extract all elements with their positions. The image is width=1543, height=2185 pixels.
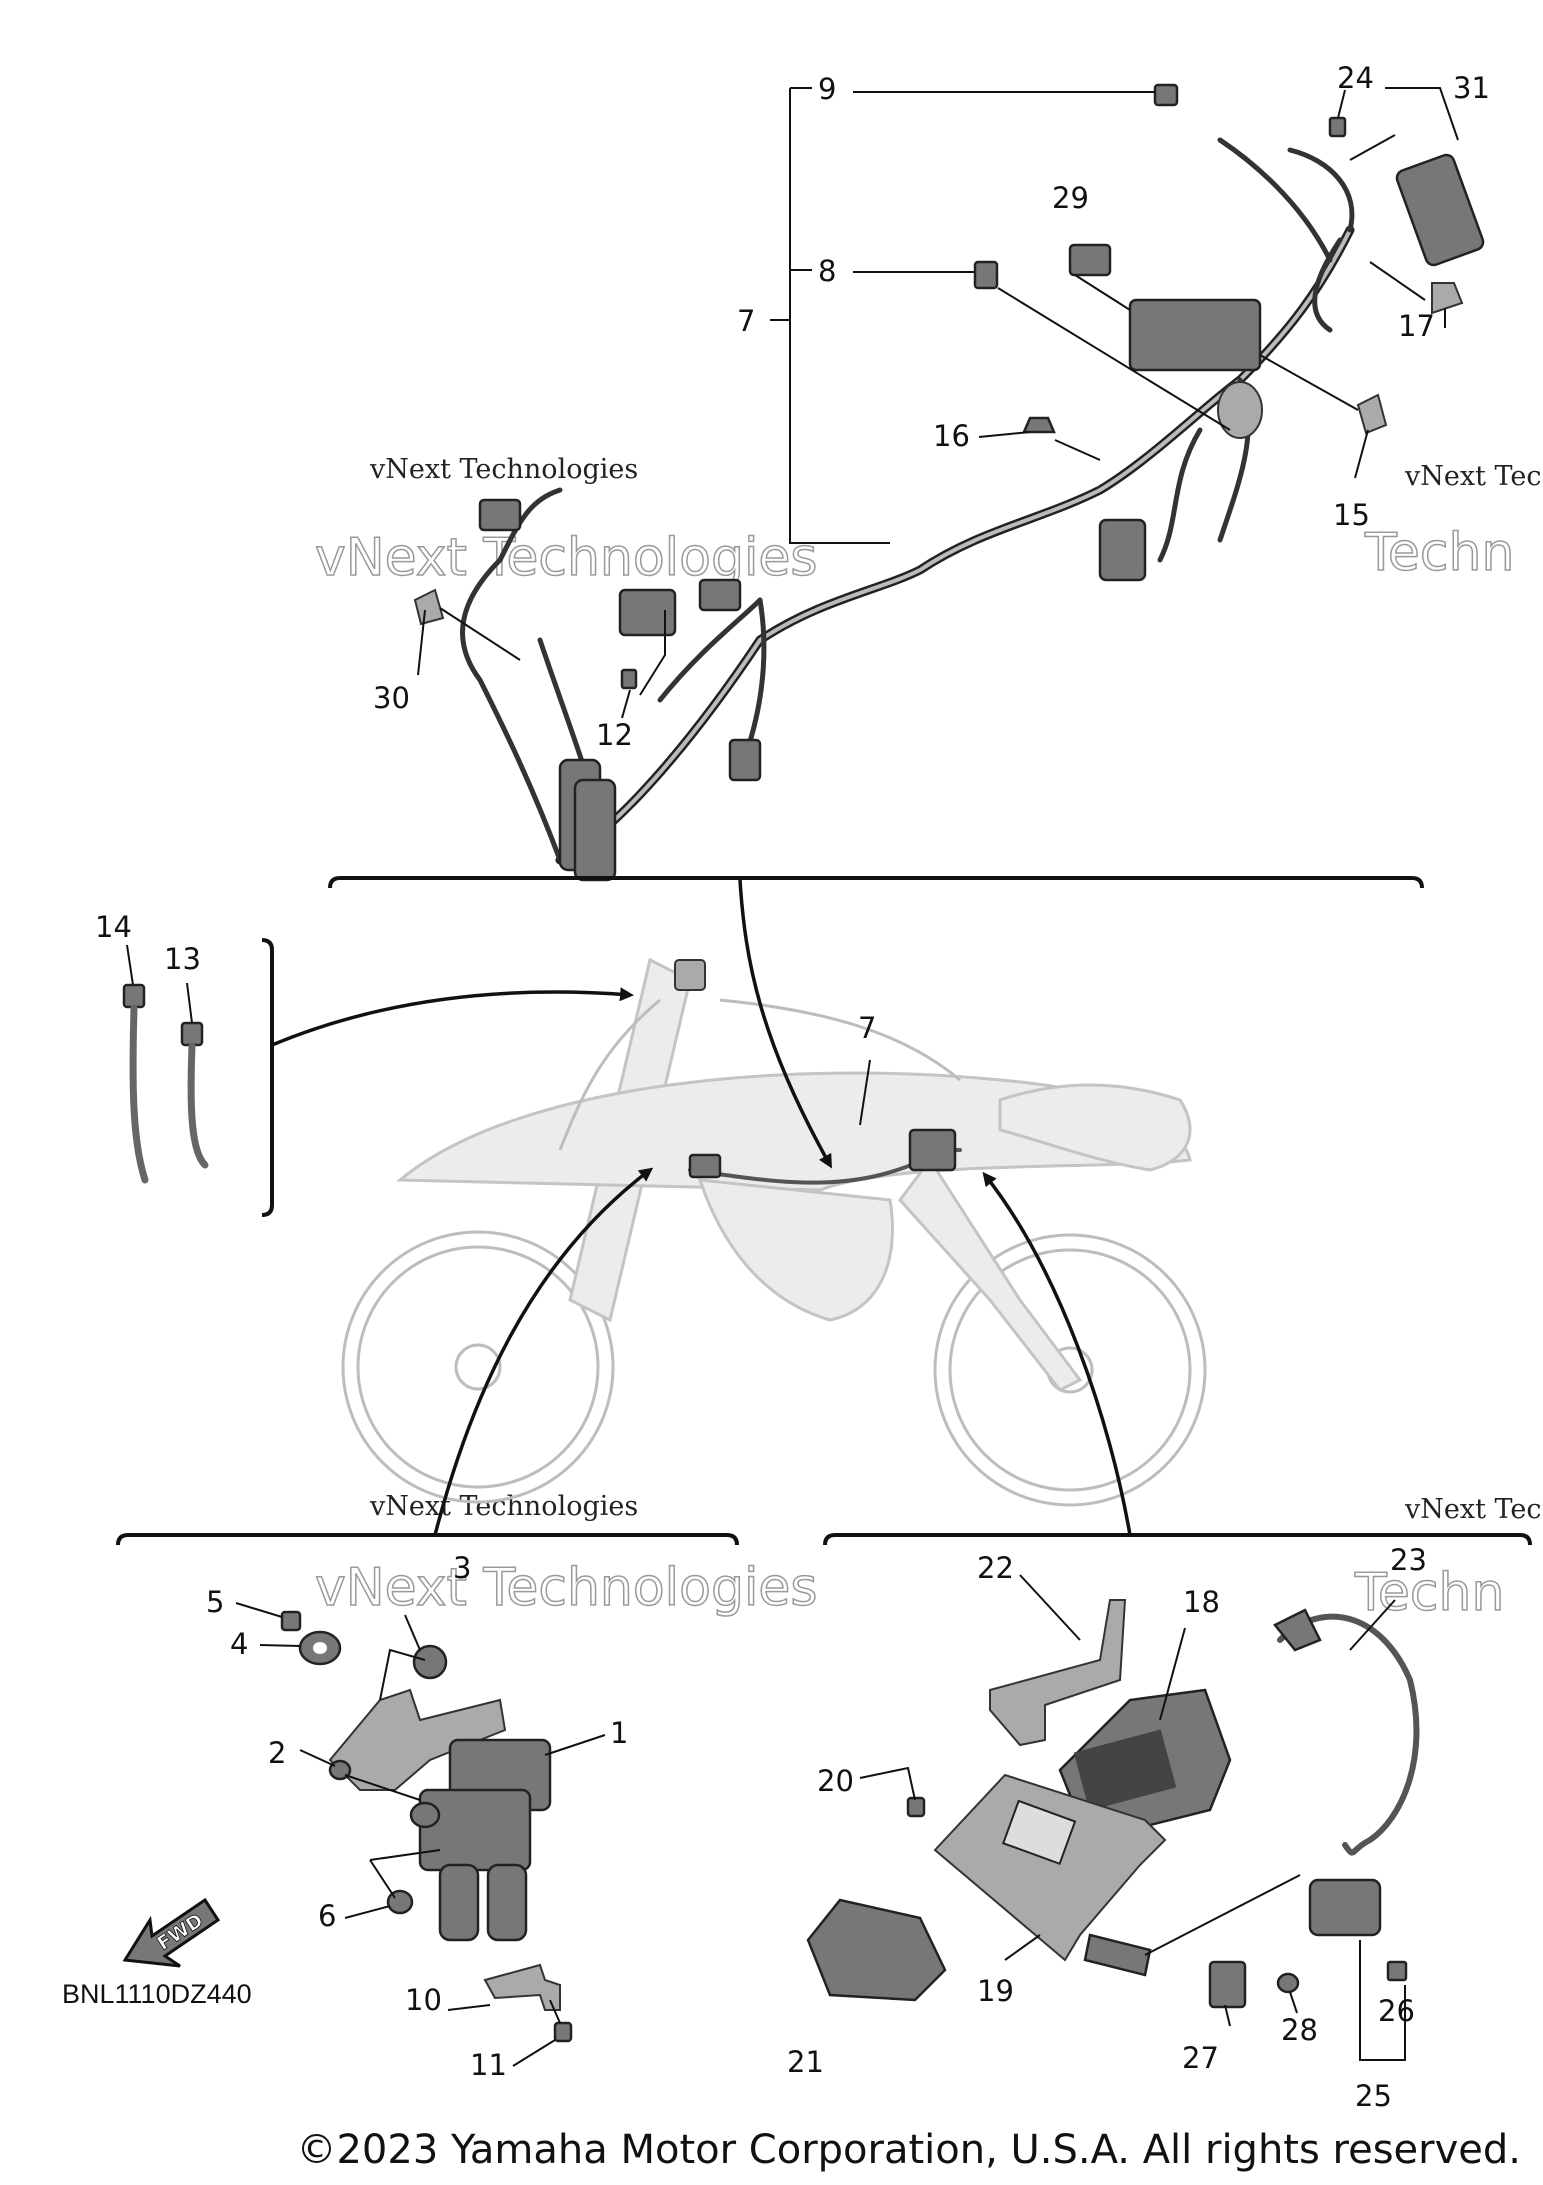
- connector-9: [1153, 83, 1179, 107]
- diagram-code: BNL1110DZ440: [62, 1979, 252, 2009]
- callout-23: 23: [1390, 1543, 1427, 1577]
- callout-18: 18: [1183, 1585, 1220, 1619]
- watermark-outline-partial: Techn: [1354, 1563, 1504, 1623]
- callout-16: 16: [933, 419, 970, 453]
- clamp-30: [413, 588, 445, 626]
- watermark-text-partial: vNext Tec: [1404, 461, 1542, 492]
- callout-30: 30: [373, 681, 410, 715]
- callout-1: 1: [610, 1716, 628, 1750]
- callout-27: 27: [1182, 2041, 1219, 2075]
- callout-15: 15: [1333, 498, 1370, 532]
- cable-ties: [122, 944, 209, 1184]
- callout-22: 22: [977, 1551, 1014, 1585]
- copyright-notice: ©2023 Yamaha Motor Corporation, U.S.A. A…: [296, 2127, 1521, 2173]
- callout-5: 5: [206, 1585, 224, 1619]
- callout-20: 20: [817, 1764, 854, 1798]
- callout-21: 21: [787, 2045, 824, 2079]
- callout-24: 24: [1337, 61, 1374, 95]
- callout-29: 29: [1052, 181, 1089, 215]
- watermark-text: vNext Technologies: [369, 1491, 638, 1522]
- top-small-parts: [413, 83, 1464, 690]
- bottom-left-parts: [280, 1610, 573, 2043]
- wire-harness: [460, 137, 1485, 882]
- pointer-arrows: [271, 879, 1132, 1536]
- section-brackets: [116, 876, 1532, 1546]
- watermark-outline: vNext Technologies: [315, 528, 817, 588]
- callout-7: 7: [737, 304, 755, 338]
- callout-28: 28: [1281, 2013, 1318, 2047]
- motorcycle-illustration: [341, 957, 1207, 1507]
- callout-6: 6: [318, 1899, 336, 1933]
- callout-9: 9: [818, 72, 836, 106]
- clamp-17: [1431, 282, 1464, 315]
- callout-26: 26: [1378, 1994, 1415, 2028]
- connector-8: [973, 260, 999, 290]
- callout-4: 4: [230, 1627, 248, 1661]
- callout-labels: 9 8 7 29 24 31 17 16 15 30 12 14 13 7 3 …: [62, 61, 1490, 2113]
- callout-25: 25: [1355, 2079, 1392, 2113]
- callout-3: 3: [453, 1551, 471, 1585]
- callout-2: 2: [268, 1736, 286, 1770]
- watermarks: vNext Technologies vNext Technologies vN…: [314, 454, 1542, 1624]
- watermark-text: vNext Technologies: [369, 454, 638, 485]
- bolt-12: [620, 668, 638, 690]
- bolt-24: [1328, 116, 1347, 138]
- callout-8: 8: [818, 254, 836, 288]
- top-leaders: [417, 87, 1459, 719]
- watermark-text-partial: vNext Tec: [1404, 1494, 1542, 1525]
- watermark-outline-partial: Techn: [1364, 523, 1514, 583]
- bottom-right-parts: [806, 1599, 1420, 2009]
- callout-31: 31: [1453, 71, 1490, 105]
- bottom-left-leaders: [235, 1602, 606, 2067]
- relay-29: [1068, 243, 1112, 277]
- callout-17: 17: [1398, 309, 1435, 343]
- callout-14: 14: [95, 910, 132, 944]
- bottom-right-leaders: [859, 1574, 1406, 2061]
- fwd-arrow-icon: FWD: [122, 1897, 221, 1968]
- callout-10: 10: [405, 1983, 442, 2017]
- watermark-outline: vNext Technologies: [315, 1558, 817, 1618]
- callout-7-bike: 7: [858, 1011, 876, 1045]
- callout-19: 19: [977, 1974, 1014, 2008]
- callout-12: 12: [596, 718, 633, 752]
- callout-11: 11: [470, 2048, 507, 2082]
- callout-13: 13: [164, 942, 201, 976]
- clamp-16: [1022, 416, 1056, 434]
- clamp-15: [1356, 393, 1388, 435]
